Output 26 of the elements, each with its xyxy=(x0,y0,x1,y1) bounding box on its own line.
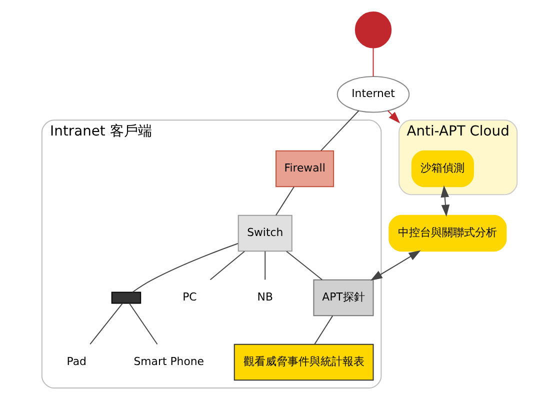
node-box: APT探針 xyxy=(313,279,374,316)
connector xyxy=(132,243,238,293)
node-text: PC xyxy=(182,290,197,304)
node-text: Smart Phone xyxy=(134,355,204,368)
node-ellipse: Internet xyxy=(336,76,410,113)
connector xyxy=(264,250,266,280)
connector xyxy=(372,47,374,77)
node-text: NB xyxy=(257,290,273,304)
node-text: Pad xyxy=(66,355,86,368)
node-box xyxy=(111,292,142,304)
connector xyxy=(128,302,158,345)
arrow xyxy=(387,110,400,124)
node-box: 觀看威脅事件與統計報表 xyxy=(234,344,374,381)
connector xyxy=(90,302,124,345)
connector xyxy=(286,250,323,280)
connector xyxy=(320,110,360,152)
connector xyxy=(275,186,294,216)
arrow xyxy=(370,250,421,281)
node-box: 沙箱偵測 xyxy=(411,150,474,188)
node-box: Switch xyxy=(238,214,292,252)
node-box: Firewall xyxy=(276,150,334,188)
arrow xyxy=(440,185,450,217)
node-box: 中控台與關聯式分析 xyxy=(388,214,507,252)
node-person xyxy=(354,12,392,48)
connector xyxy=(210,250,245,280)
connector xyxy=(314,315,334,345)
